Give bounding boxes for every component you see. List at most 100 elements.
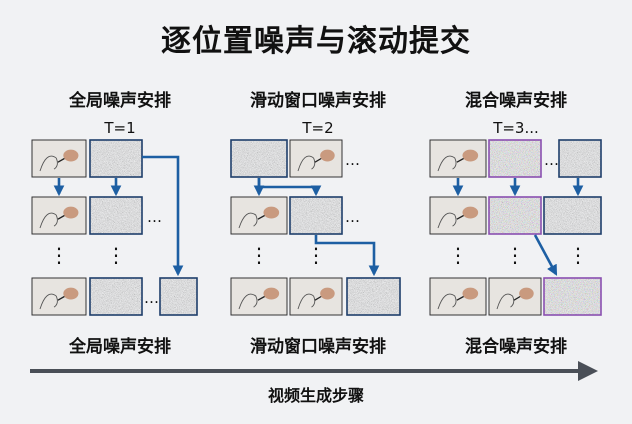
- noise-frame: [346, 277, 401, 316]
- hand-shape: [519, 287, 534, 300]
- frame-border: [558, 139, 602, 178]
- pen-shape: [513, 295, 521, 301]
- sketch-stroke: [496, 293, 515, 310]
- frame-border: [488, 139, 542, 178]
- hand-shape: [63, 149, 79, 162]
- sketch-stroke: [437, 155, 457, 172]
- sketch-stroke: [238, 293, 258, 310]
- vertical-ellipsis-mark: ⋮: [448, 243, 468, 267]
- pen-shape: [314, 295, 322, 301]
- ellipsis-mark: …: [544, 151, 559, 169]
- sketch-stroke: [297, 293, 316, 310]
- scheme-header-global: 全局噪声安排: [69, 91, 171, 111]
- noise-frame: [230, 139, 288, 178]
- flow-arrow: [314, 235, 380, 277]
- frame-border: [289, 196, 343, 235]
- frame-bg: [488, 277, 542, 316]
- noise-fill: [489, 197, 541, 234]
- noise-fill: [559, 140, 601, 177]
- flow-arrow: [257, 178, 322, 197]
- sketch-stroke: [39, 293, 58, 310]
- noise-frame: [289, 196, 343, 235]
- flow-arrow: [533, 234, 558, 276]
- clean-frame: [31, 277, 87, 316]
- frame-border: [543, 196, 602, 235]
- sketch-stroke: [437, 212, 457, 229]
- frame-bg: [429, 277, 487, 316]
- noise-fill: [231, 140, 287, 177]
- pen-shape: [456, 214, 464, 220]
- frame-bg: [31, 196, 87, 235]
- frame-bg: [429, 139, 487, 178]
- scheme-header-sliding: 滑动窗口噪声安排: [250, 91, 386, 111]
- pen-shape: [257, 214, 265, 220]
- noise-fill: [489, 140, 541, 177]
- ellipsis-mark: …: [144, 289, 159, 307]
- hand-shape: [462, 206, 479, 219]
- timestep-label-2: T=2: [302, 119, 334, 137]
- sketch-stroke: [297, 155, 316, 172]
- time-axis-label: 视频生成步骤: [267, 386, 364, 405]
- clean-frame: [289, 139, 343, 178]
- vertical-ellipsis-mark: ⋮: [106, 243, 126, 267]
- noise-frame: [543, 277, 602, 316]
- frame-bg: [31, 139, 87, 178]
- noise-frame: [89, 277, 143, 316]
- timestep-label-3: T=3...: [493, 119, 539, 137]
- hand-shape: [263, 287, 280, 300]
- clean-frame: [429, 139, 487, 178]
- clean-frame: [230, 196, 288, 235]
- scheme-footer-sliding: 滑动窗口噪声安排: [250, 337, 386, 357]
- hand-shape: [320, 149, 335, 162]
- frame-border: [346, 277, 401, 316]
- pen-shape: [57, 295, 65, 301]
- clean-frame: [31, 196, 87, 235]
- hand-shape: [462, 149, 479, 162]
- diagram-title: 逐位置噪声与滚动提交: [161, 24, 471, 59]
- frame-border: [543, 277, 602, 316]
- flow-arrow: [142, 155, 184, 277]
- sketch-stroke: [437, 293, 457, 310]
- ellipsis-mark: …: [147, 208, 162, 226]
- frame-bg: [429, 196, 487, 235]
- frame-bg: [289, 139, 343, 178]
- noise-fill: [90, 140, 142, 177]
- noise-fill: [347, 278, 400, 315]
- hand-shape: [63, 206, 79, 219]
- vertical-ellipsis-mark: ⋮: [249, 243, 269, 267]
- vertical-ellipsis-mark: ⋮: [49, 243, 69, 267]
- scheme-footer-mixed: 混合噪声安排: [465, 337, 567, 357]
- hand-shape: [63, 287, 79, 300]
- pen-shape: [314, 157, 322, 163]
- hand-shape: [263, 206, 280, 219]
- noise-frame: [543, 196, 602, 235]
- vertical-ellipsis-mark: ⋮: [505, 243, 525, 267]
- frame-bg: [230, 196, 288, 235]
- clean-frame: [31, 139, 87, 178]
- scheme-header-mixed: 混合噪声安排: [465, 91, 567, 111]
- noise-frame: [89, 139, 143, 178]
- frame-bg: [31, 277, 87, 316]
- noise-fill: [544, 197, 601, 234]
- timestep-label-1: T=1: [104, 119, 136, 137]
- clean-frame: [429, 277, 487, 316]
- pen-shape: [456, 157, 464, 163]
- frame-border: [89, 139, 143, 178]
- frame-bg: [289, 277, 343, 316]
- pen-shape: [257, 295, 265, 301]
- sketch-stroke: [238, 212, 258, 229]
- noise-fill: [90, 278, 142, 315]
- noise-frame: [89, 196, 143, 235]
- clean-frame: [230, 277, 288, 316]
- frame-border: [89, 277, 143, 316]
- noise-frame: [159, 277, 198, 316]
- clean-frame: [429, 196, 487, 235]
- noise-frame: [488, 196, 542, 235]
- noise-fill: [544, 278, 601, 315]
- scheme-footer-global: 全局噪声安排: [69, 337, 171, 357]
- vertical-ellipsis-mark: ⋮: [568, 243, 588, 267]
- pen-shape: [57, 157, 65, 163]
- frame-bg: [230, 277, 288, 316]
